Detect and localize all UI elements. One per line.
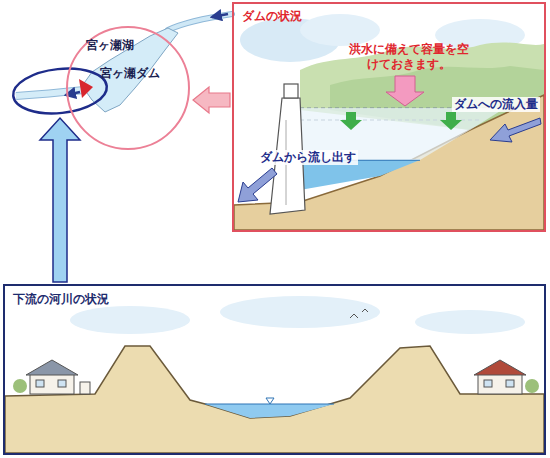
lake-map: [11, 14, 232, 118]
up-arrow: [40, 118, 80, 282]
dam-label: 宮ヶ瀬ダム: [100, 66, 160, 81]
map-circle: 宮ヶ瀬湖宮ヶ瀬ダム: [66, 26, 190, 150]
river-panel: 下流の河川の状況: [3, 284, 546, 455]
panel-heading: ダムの状況: [242, 9, 302, 24]
outflow-label: ダムから流し出す: [258, 150, 358, 165]
panel-heading: 下流の河川の状況: [13, 292, 109, 307]
river-section: [5, 296, 544, 453]
lake-label: 宮ヶ瀬湖: [86, 38, 134, 53]
note-text: 洪水に備えて容量を空けておきます。: [344, 42, 474, 72]
pointer-arrow: [193, 87, 230, 113]
dam-panel: ダムの状況洪水に備えて容量を空けておきます。ダムへの流入量ダムから流し出す: [232, 2, 546, 232]
dam-scene: [234, 14, 544, 230]
arrow-shape: [193, 87, 230, 113]
inflow-label: ダムへの流入量: [452, 97, 540, 112]
